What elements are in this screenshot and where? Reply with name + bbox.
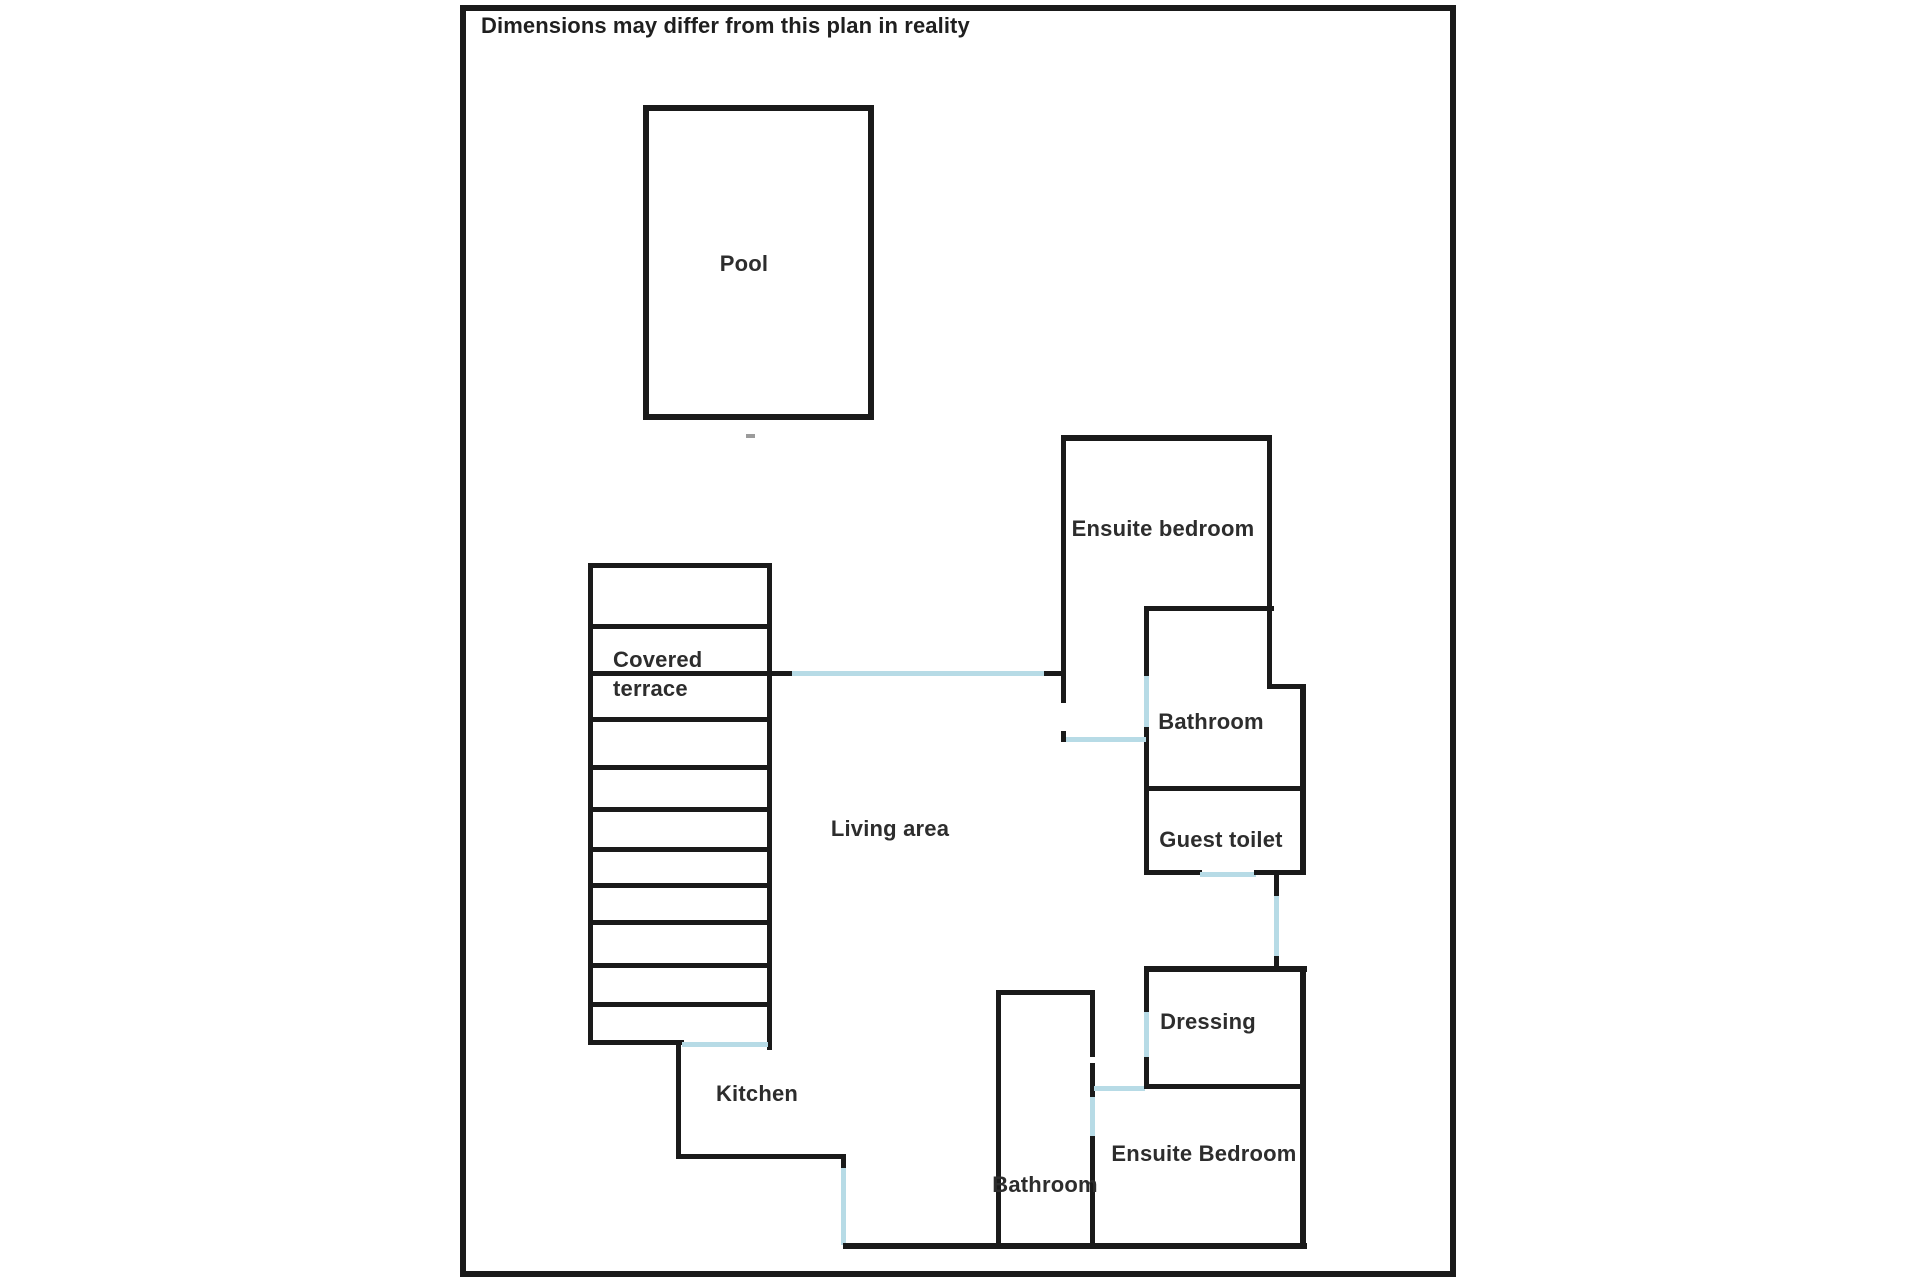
living-door-tick-left — [769, 671, 794, 676]
terrace-slat — [588, 807, 772, 812]
house-bottom-wall — [843, 1243, 1307, 1249]
bathroom2-door — [1090, 1097, 1095, 1138]
kitchen-door — [841, 1168, 846, 1245]
living-door-tick-right — [1044, 671, 1066, 676]
kitchen-label: Kitchen — [715, 1081, 799, 1106]
terrace-slat — [588, 883, 772, 888]
bathroom1-top-wall — [1144, 606, 1274, 611]
ensuite-bedroom-top-label: Ensuite bedroom — [1071, 516, 1255, 541]
bathroom2-top-wall — [996, 990, 1094, 995]
pool-small-mark — [746, 434, 755, 438]
living-area-label: Living area — [830, 816, 950, 841]
bathroom2-right-wall-a — [1090, 990, 1095, 1057]
pool-label: Pool — [719, 251, 769, 276]
dressing-bottom-wall — [1144, 1084, 1304, 1089]
covered-terrace-label-line2: terrace — [613, 676, 688, 701]
bedroom1-top-wall — [1061, 435, 1272, 441]
bedroom1-door — [1066, 737, 1146, 742]
hall-stub-wall-a — [1274, 870, 1279, 898]
east-wall-mid — [1300, 684, 1306, 875]
terrace-slat — [588, 1002, 772, 1007]
kitchen-right-stub — [841, 1154, 846, 1170]
disclaimer-text: Dimensions may differ from this plan in … — [481, 13, 970, 38]
covered-terrace-label: Covered terrace — [613, 645, 702, 703]
bathroom2-right-wall-c — [1090, 1136, 1095, 1248]
bathroom1-left-wall-a — [1144, 606, 1149, 677]
guest-toilet-bottom-b — [1254, 870, 1306, 875]
hall-door — [1274, 896, 1279, 960]
terrace-slat — [588, 671, 772, 676]
guest-toilet-bottom-a — [1144, 870, 1202, 875]
ensuite-bedroom-bottom-label: Ensuite Bedroom — [1111, 1141, 1297, 1166]
dressing-top-wall — [1144, 966, 1307, 972]
terrace-slat — [588, 717, 772, 722]
terrace-slat — [588, 624, 772, 629]
kitchen-bottom-wall — [676, 1154, 846, 1159]
terrace-slat — [588, 765, 772, 770]
terrace-slat — [588, 847, 772, 852]
bathroom1-left-wall-b — [1144, 727, 1149, 875]
covered-terrace-label-line1: Covered — [613, 647, 703, 672]
terrace-left-wall — [588, 563, 593, 1045]
terrace-top-wall — [588, 563, 772, 568]
east-wall-lower — [1300, 966, 1306, 1249]
bathroom1-door — [1144, 676, 1149, 728]
terrace-slat — [588, 963, 772, 968]
dressing-left-wall-b — [1144, 1057, 1149, 1089]
bathroom-top-label: Bathroom — [1158, 709, 1264, 734]
bathroom1-toilet-divider — [1144, 786, 1306, 791]
plan-boundary — [460, 5, 1456, 1277]
bedroom1-left-wall-a — [1061, 435, 1066, 703]
living-terrace-door — [792, 671, 1046, 676]
bathroom1-step-wall — [1267, 684, 1306, 689]
dressing-label: Dressing — [1160, 1009, 1256, 1034]
terrace-right-wall — [767, 563, 772, 1050]
bedroom2-entry-door — [1094, 1086, 1145, 1091]
terrace-bottom-window — [682, 1042, 768, 1047]
dressing-left-wall-a — [1144, 966, 1149, 1014]
bedroom1-right-wall — [1267, 435, 1272, 689]
bathroom-bottom-label: Bathroom — [992, 1172, 1098, 1197]
bathroom2-right-wall-b — [1090, 1063, 1095, 1099]
terrace-slat — [588, 920, 772, 925]
bedroom1-left-wall-b — [1061, 731, 1066, 742]
kitchen-left-wall — [676, 1045, 681, 1159]
pool-outline — [643, 105, 874, 420]
terrace-bottom-wall — [588, 1040, 684, 1045]
guest-toilet-door — [1200, 872, 1256, 877]
hall-stub-wall-b — [1274, 956, 1279, 970]
dressing-door — [1144, 1012, 1149, 1059]
guest-toilet-label: Guest toilet — [1159, 827, 1283, 852]
bathroom2-left-wall — [996, 990, 1001, 1248]
